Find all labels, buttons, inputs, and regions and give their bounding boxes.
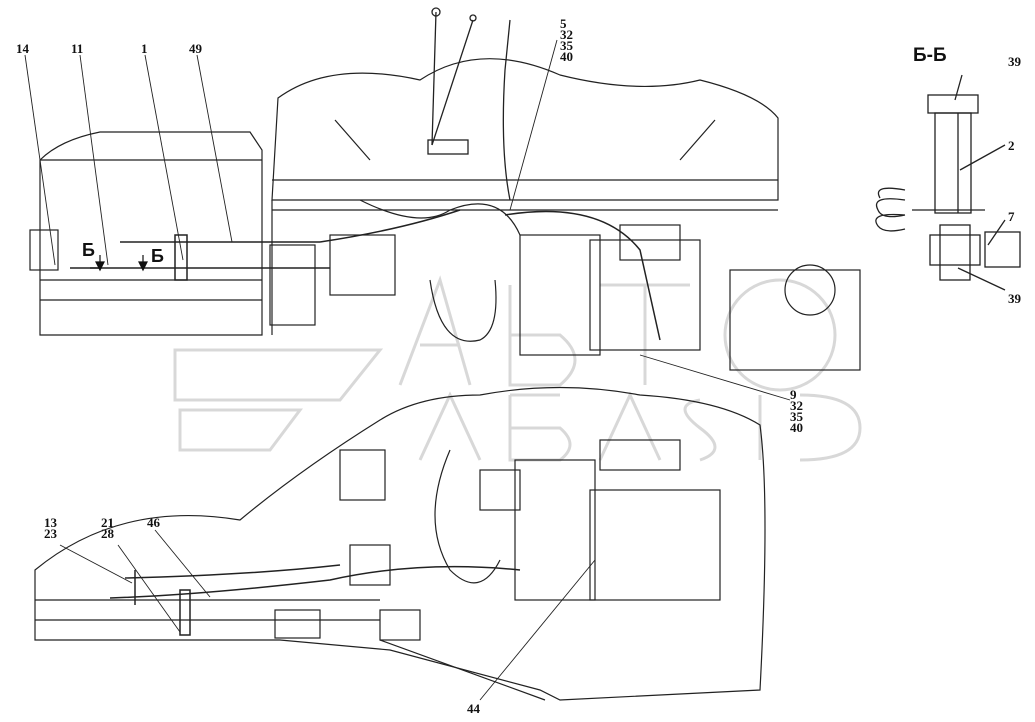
detail-callout-39-bottom: 39 bbox=[1008, 291, 1021, 306]
transmission-lower bbox=[339, 439, 721, 641]
callout-stack-21-28: 21 28 bbox=[101, 515, 114, 541]
callout-1: 1 bbox=[141, 41, 148, 56]
section-arrows bbox=[95, 255, 148, 272]
callout-32: 32 bbox=[560, 27, 573, 42]
callout-40: 40 bbox=[560, 49, 573, 64]
callout-32b: 32 bbox=[790, 398, 803, 413]
control-levers bbox=[427, 7, 511, 201]
callout-14: 14 bbox=[16, 41, 29, 56]
cab-floor-outline bbox=[29, 58, 779, 336]
callout-35b: 35 bbox=[790, 409, 803, 424]
callout-46: 46 bbox=[147, 515, 160, 530]
callout-stack-top: 5 32 35 40 bbox=[560, 16, 573, 64]
leader-lines bbox=[24, 39, 791, 701]
callout-49: 49 bbox=[189, 41, 202, 56]
detail-callout-7: 7 bbox=[1008, 209, 1015, 224]
section-marker-right: Б bbox=[151, 246, 164, 266]
detail-callout-39-top: 39 bbox=[1008, 54, 1021, 69]
callout-13: 13 bbox=[44, 515, 57, 530]
section-title: Б-Б bbox=[913, 45, 947, 66]
callout-35: 35 bbox=[560, 38, 573, 53]
callout-40b: 40 bbox=[790, 420, 803, 435]
control-cables-lower bbox=[109, 564, 521, 636]
transmission-upper bbox=[269, 199, 861, 371]
callout-28: 28 bbox=[101, 526, 114, 541]
callout-5: 5 bbox=[560, 16, 567, 31]
chassis-lower-outline bbox=[34, 386, 766, 701]
detail-section-bb bbox=[875, 74, 1021, 291]
callout-stack-13-23: 13 23 bbox=[44, 515, 57, 541]
callout-21: 21 bbox=[101, 515, 114, 530]
callout-44: 44 bbox=[467, 701, 480, 716]
detail-callout-2: 2 bbox=[1008, 138, 1015, 153]
callout-9: 9 bbox=[790, 387, 797, 402]
callout-23: 23 bbox=[44, 526, 57, 541]
section-marker-left: Б bbox=[82, 240, 95, 260]
callout-stack-mid: 9 32 35 40 bbox=[790, 387, 803, 435]
callout-11: 11 bbox=[71, 41, 84, 56]
control-cables-upper bbox=[70, 209, 661, 341]
